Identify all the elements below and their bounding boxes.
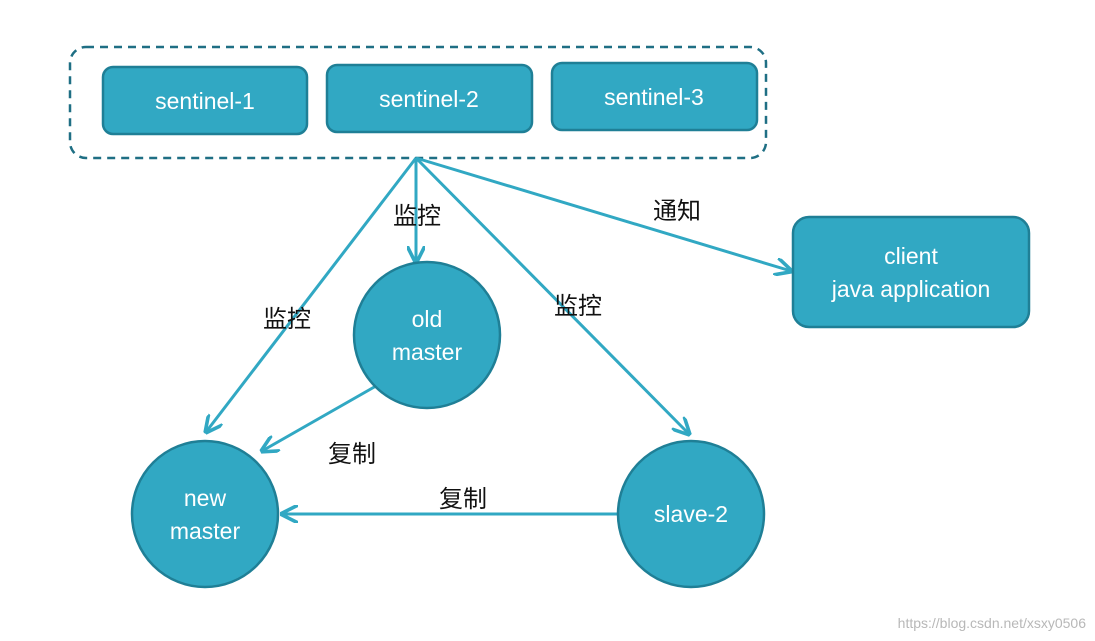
new-master-node: new master xyxy=(130,439,280,589)
sentinel-3-label: sentinel-3 xyxy=(604,84,704,110)
client-label-line2: java application xyxy=(831,276,991,302)
edge-notify-client xyxy=(415,156,791,271)
sentinel-3-node: sentinel-3 xyxy=(550,61,759,132)
edge-label-monitor-new-master: 监控 xyxy=(263,305,311,333)
sentinel-2-node: sentinel-2 xyxy=(325,63,534,134)
edge-label-notify-client: 通知 xyxy=(653,197,701,225)
edge-replicate-old-to-new xyxy=(262,384,377,451)
old-master-label-line1: old xyxy=(412,306,443,332)
sentinel-1-label: sentinel-1 xyxy=(155,88,255,114)
sentinel-1-node: sentinel-1 xyxy=(101,65,309,136)
edge-monitor-new-master xyxy=(206,157,418,432)
client-label-line1: client xyxy=(884,243,938,269)
new-master-label-line1: new xyxy=(184,485,227,511)
edge-label-monitor-slave-2: 监控 xyxy=(554,292,602,320)
edge-label-replicate-slave-to-new: 复制 xyxy=(439,485,487,513)
watermark-text: https://blog.csdn.net/xsxy0506 xyxy=(898,615,1087,631)
slave-2-node: slave-2 xyxy=(616,439,766,589)
edge-label-replicate-old-to-new: 复制 xyxy=(328,440,376,468)
old-master-node: old master xyxy=(352,260,502,410)
new-master-label-line2: master xyxy=(170,518,241,544)
old-master-label-line2: master xyxy=(392,339,463,365)
sentinel-2-label: sentinel-2 xyxy=(379,86,479,112)
edge-label-monitor-old-master: 监控 xyxy=(393,202,441,230)
edge-monitor-slave-2 xyxy=(414,156,689,434)
client-node: client java application xyxy=(791,215,1031,329)
slave-2-label: slave-2 xyxy=(654,501,728,527)
